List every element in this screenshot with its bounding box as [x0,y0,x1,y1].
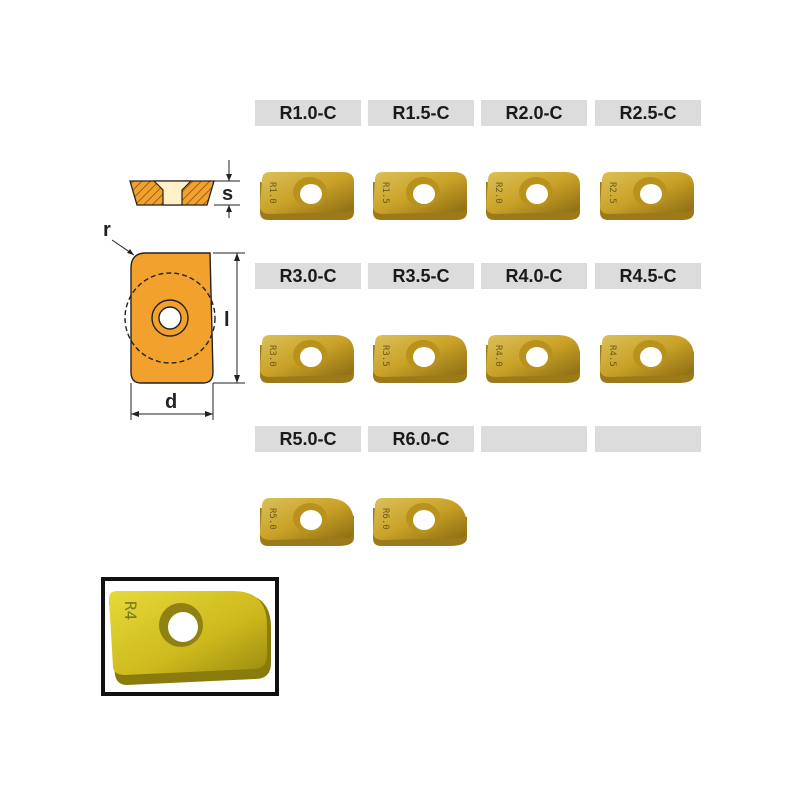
insert-label-r5-0-c: R5.0-C [255,426,361,452]
insert-image: R6.0 [373,498,467,546]
radius-label: r [103,219,111,241]
thickness-label: s [222,183,233,205]
insert-image: R4.0 [486,335,580,383]
insert-image: R4.5 [600,335,694,383]
detail-insert-mark: R4 [121,601,140,620]
insert-image: R5.0 [260,498,354,546]
insert-label-r4-5-c: R4.5-C [595,263,701,289]
insert-engraved-mark: R4.0 [493,345,503,367]
width-label: d [165,391,177,413]
insert-label-r3-0-c: R3.0-C [255,263,361,289]
insert-engraved-mark: R5.0 [267,508,277,530]
length-label: l [224,309,230,331]
insert-image: R2.0 [486,172,580,220]
insert-label-r1-5-c: R1.5-C [368,100,474,126]
insert-label-r4-0-c: R4.0-C [481,263,587,289]
insert-label-r3-5-c: R3.5-C [368,263,474,289]
insert-image: R1.5 [373,172,467,220]
detail-photo-frame: R4 [101,577,279,696]
insert-image: R2.5 [600,172,694,220]
insert-image: R1.0 [260,172,354,220]
insert-label-r2-5-c: R2.5-C [595,100,701,126]
detail-insert-image: R4 [109,591,271,685]
insert-engraved-mark: R1.5 [380,182,390,204]
insert-engraved-mark: R3.0 [267,345,277,367]
insert-engraved-mark: R2.0 [493,182,503,204]
top-view: r l d [103,219,245,420]
empty-label-cell [595,426,701,452]
insert-engraved-mark: R3.5 [380,345,390,367]
insert-label-r1-0-c: R1.0-C [255,100,361,126]
insert-engraved-mark: R1.0 [267,182,277,204]
cross-section-view: s [129,160,240,218]
insert-image: R3.0 [260,335,354,383]
insert-label-r6-0-c: R6.0-C [368,426,474,452]
empty-label-cell [481,426,587,452]
insert-image: R3.5 [373,335,467,383]
insert-engraved-mark: R2.5 [607,182,617,204]
insert-engraved-mark: R6.0 [380,508,390,530]
insert-label-r2-0-c: R2.0-C [481,100,587,126]
insert-engraved-mark: R4.5 [607,345,617,367]
